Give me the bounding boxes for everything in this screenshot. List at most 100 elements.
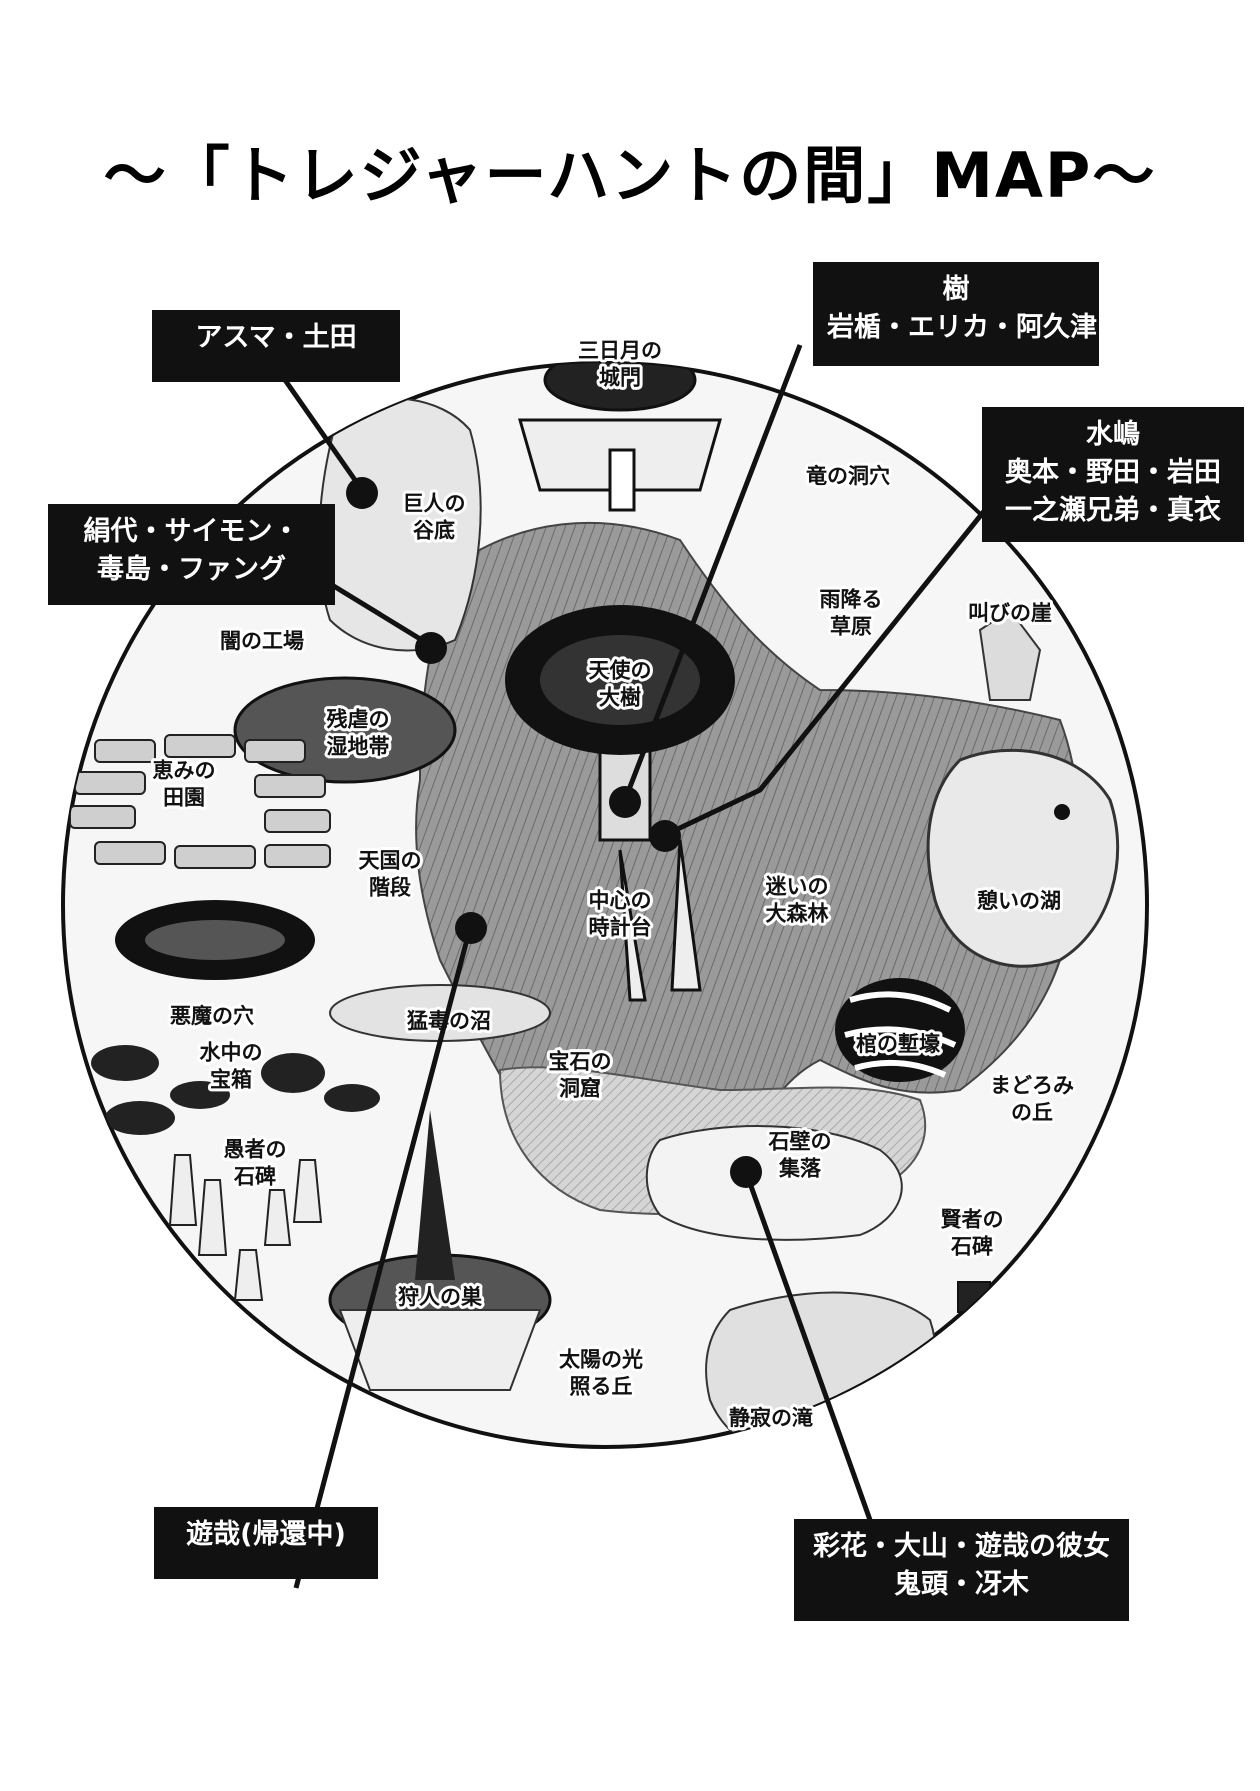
place-name-line: 田園 (163, 786, 205, 810)
label-mizushima: 水嶋 奥本・野田・岩田 一之瀬兄弟・真衣 (982, 407, 1244, 542)
underwater-chest-rocks (91, 1045, 380, 1135)
place-sunlit-hill: 太陽の光照る丘 (559, 1348, 643, 1399)
place-name-line: 集落 (778, 1157, 822, 1181)
sage-monument-block (957, 1281, 991, 1313)
place-blessed-fields: 恵みの田園 (153, 759, 216, 810)
fool-monument-stones (168, 1154, 323, 1301)
label-yuya: 遊哉(帰還中) (154, 1507, 378, 1579)
place-name-line: 悪魔の穴 (170, 1004, 254, 1028)
place-gem-cavern: 宝石の洞窟 (549, 1050, 612, 1101)
place-rainy-grassland: 雨降る草原 (820, 588, 883, 639)
place-stonewall-village: 石壁の集落 (768, 1130, 832, 1181)
place-name-line: 三日月の (578, 339, 662, 363)
place-name-line: 棺の塹壕 (856, 1032, 941, 1056)
place-name-line: 恵みの (153, 759, 216, 783)
place-cruel-wetland: 残虐の湿地帯 (327, 708, 390, 759)
screaming-cliff-area (978, 608, 1042, 701)
place-name-line: 洞窟 (559, 1077, 601, 1101)
place-giant-valley: 巨人の谷底 (403, 492, 466, 543)
marker-tree-group (609, 786, 641, 818)
place-name-line: 憩いの湖 (977, 889, 1061, 913)
label-kinuyo: 絹代・サイモン・ 毒島・ファング (48, 504, 335, 605)
place-name-line: 湿地帯 (327, 735, 390, 759)
marker-yuya (455, 912, 487, 944)
coffin-trench-area (835, 978, 965, 1082)
place-fool-monuments: 愚者の石碑 (224, 1138, 287, 1189)
place-name-line: 中心の (589, 889, 652, 913)
place-name-line: 太陽の光 (559, 1348, 643, 1372)
map-title: ～「トレジャーハントの間」MAP～ (103, 139, 1157, 212)
place-name-line: 石壁の (768, 1130, 832, 1154)
place-silent-falls: 静寂の滝 (729, 1406, 813, 1430)
blessed-fields-plots (69, 734, 331, 869)
place-name-line: 叫びの崖 (968, 601, 1052, 625)
place-name-line: 時計台 (589, 916, 652, 940)
place-center-clock: 中心の時計台 (589, 889, 652, 940)
leader-mizushima (663, 508, 987, 838)
place-name-line: 愚者の (224, 1138, 287, 1162)
place-underwater-chest: 水中の宝箱 (200, 1041, 263, 1092)
lake-fountain-icon (1054, 804, 1070, 820)
place-name-line: 竜の洞穴 (806, 464, 890, 488)
leader-lines (282, 344, 987, 1589)
place-dark-factory: 闇の工場 (220, 629, 304, 653)
place-name-line: 闇の工場 (220, 629, 304, 653)
marker-asuma (346, 477, 378, 509)
place-hunter-nest: 狩人の巣 (398, 1285, 483, 1309)
place-name-line: 階段 (369, 876, 411, 900)
place-name-line: 狩人の巣 (398, 1285, 483, 1309)
place-name-line: 巨人の (403, 492, 466, 516)
place-name-line: 迷いの (765, 875, 829, 899)
leader-kinuyo (330, 582, 432, 648)
leader-ayaka (743, 1171, 873, 1521)
place-dragon-cave: 竜の洞穴 (806, 464, 890, 488)
place-names: 三日月の城門 竜の洞穴 巨人の谷底 闇の工場 雨降る草原 叫びの崖 天使の大樹 … (150, 336, 1078, 1434)
leader-tree-group (622, 344, 803, 801)
place-name-line: 宝箱 (210, 1068, 252, 1092)
place-name-line: 石碑 (233, 1165, 276, 1189)
stonewall-village-area (645, 1125, 903, 1241)
place-angel-tree: 天使の大樹 (589, 659, 652, 710)
place-name-line: 草原 (830, 615, 872, 639)
leader-asuma (282, 378, 365, 492)
label-asuma: アスマ・土田 (152, 310, 400, 382)
marker-ayaka (730, 1156, 762, 1188)
place-name-line: 大樹 (599, 686, 641, 710)
place-demon-hole: 悪魔の穴 (170, 1004, 254, 1028)
center-clock-tower (618, 839, 702, 1002)
place-name-line: 谷底 (413, 519, 455, 543)
giant-valley-cliffs (318, 397, 482, 652)
place-name-line: 静寂の滝 (729, 1406, 813, 1430)
place-screaming-cliff: 叫びの崖 (968, 601, 1052, 625)
label-tree-group: 樹 岩楯・エリカ・阿久津 (813, 262, 1099, 366)
place-rest-lake: 憩いの湖 (977, 889, 1061, 913)
marker-kinuyo (415, 632, 447, 664)
marker-mizushima (649, 820, 681, 852)
place-name-line: 石碑 (950, 1235, 993, 1259)
place-name-line: 天国の (359, 849, 422, 873)
place-name-line: 照る丘 (570, 1375, 633, 1399)
place-drowsy-hill: まどろみの丘 (990, 1074, 1074, 1125)
crescent-gate-castle (518, 363, 722, 512)
place-lost-forest: 迷いの大森林 (765, 875, 829, 926)
place-sage-monument: 賢者の石碑 (941, 1208, 1004, 1259)
place-name-line: 宝石の (549, 1050, 612, 1074)
place-poison-swamp: 猛毒の沼 (406, 1009, 491, 1033)
place-crescent-gate: 三日月の城門 (578, 339, 662, 390)
place-name-line: 猛毒の沼 (406, 1009, 491, 1033)
place-name-line: 雨降る (820, 588, 883, 612)
place-coffin-trench: 棺の塹壕 (856, 1032, 941, 1056)
place-name-line: 城門 (599, 366, 641, 390)
marker-dots (346, 477, 762, 1188)
place-name-line: の丘 (1011, 1101, 1053, 1125)
place-name-line: 水中の (200, 1041, 263, 1065)
rest-lake-area (926, 748, 1120, 968)
hunter-nest (328, 1110, 552, 1391)
place-name-line: 天使の (589, 659, 652, 683)
leader-yuya (293, 927, 473, 1589)
place-name-line: 残虐の (327, 708, 390, 732)
label-ayaka: 彩花・大山・遊哉の彼女 鬼頭・冴木 (794, 1519, 1129, 1621)
angel-tree (505, 605, 735, 842)
place-heaven-stairs: 天国の階段 (359, 849, 422, 900)
